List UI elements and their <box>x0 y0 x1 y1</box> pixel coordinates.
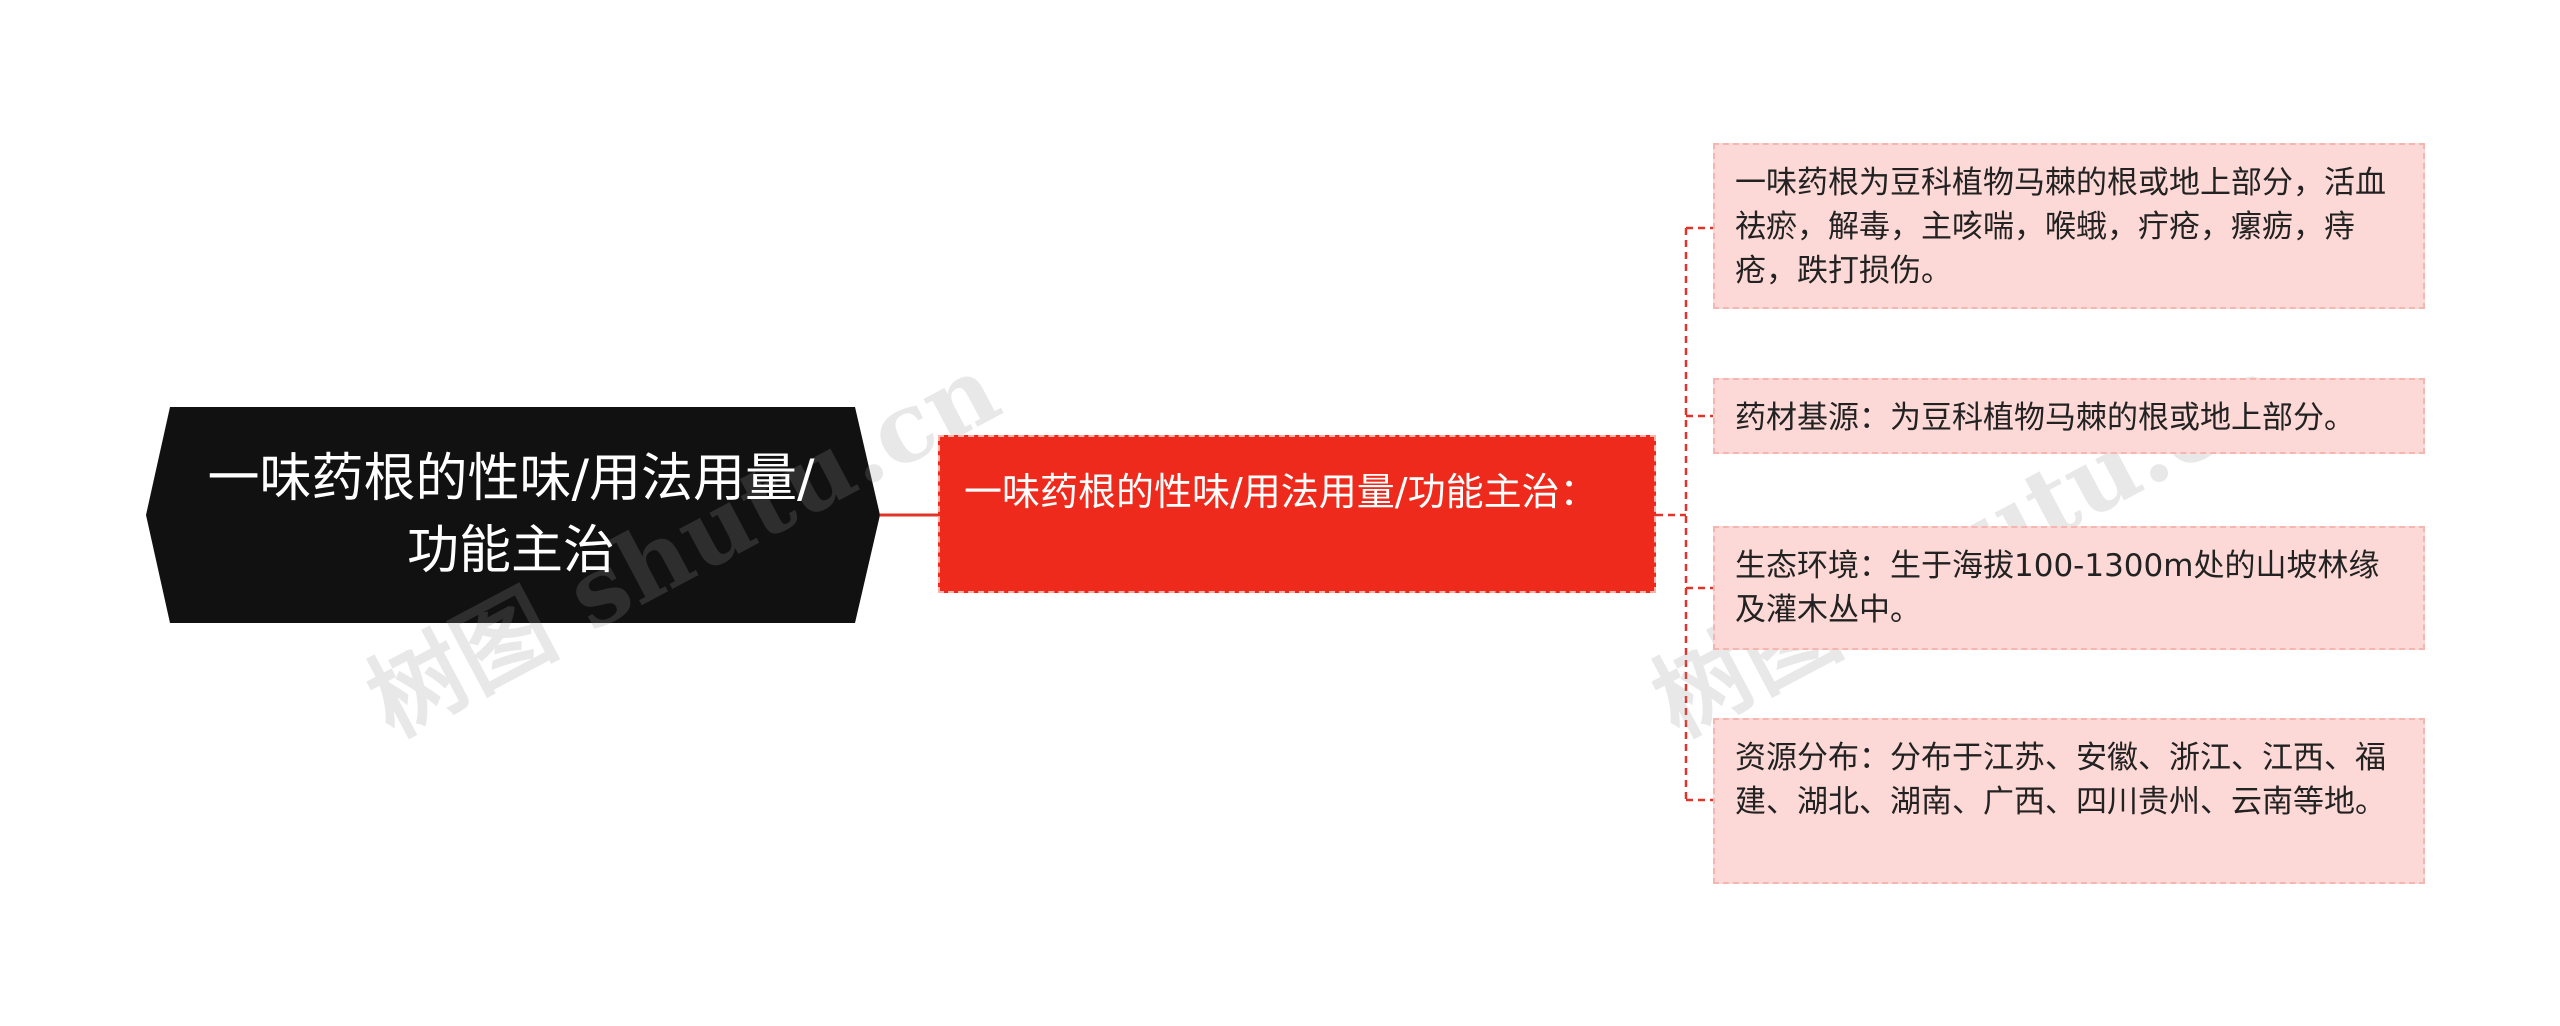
leaf-node-text: 药材基源：为豆科植物马棘的根或地上部分。 <box>1735 400 2355 436</box>
leaf-node-text: 生态环境：生于海拔100-1300m处的山坡林缘及灌木丛中。 <box>1735 548 2380 628</box>
root-node-label: 一味药根的性味/用法用量/功能主治 <box>207 449 815 581</box>
leaf-node-4[interactable]: 资源分布：分布于江苏、安徽、浙江、江西、福建、湖北、湖南、广西、四川贵州、云南等… <box>1713 718 2425 884</box>
branch-node[interactable]: 一味药根的性味/用法用量/功能主治： <box>938 435 1656 593</box>
leaf-node-1[interactable]: 一味药根为豆科植物马棘的根或地上部分，活血祛瘀，解毒，主咳喘，喉蛾，疔疮，瘰疬，… <box>1713 143 2425 309</box>
leaf-node-2[interactable]: 药材基源：为豆科植物马棘的根或地上部分。 <box>1713 378 2425 454</box>
leaf-node-text: 资源分布：分布于江苏、安徽、浙江、江西、福建、湖北、湖南、广西、四川贵州、云南等… <box>1735 740 2386 820</box>
leaf-node-3[interactable]: 生态环境：生于海拔100-1300m处的山坡林缘及灌木丛中。 <box>1713 526 2425 650</box>
root-node-shape <box>146 407 880 623</box>
leaf-node-text: 一味药根为豆科植物马棘的根或地上部分，活血祛瘀，解毒，主咳喘，喉蛾，疔疮，瘰疬，… <box>1735 165 2386 289</box>
branch-node-label: 一味药根的性味/用法用量/功能主治： <box>964 470 1598 514</box>
root-node[interactable]: 一味药根的性味/用法用量/功能主治 <box>142 407 880 623</box>
